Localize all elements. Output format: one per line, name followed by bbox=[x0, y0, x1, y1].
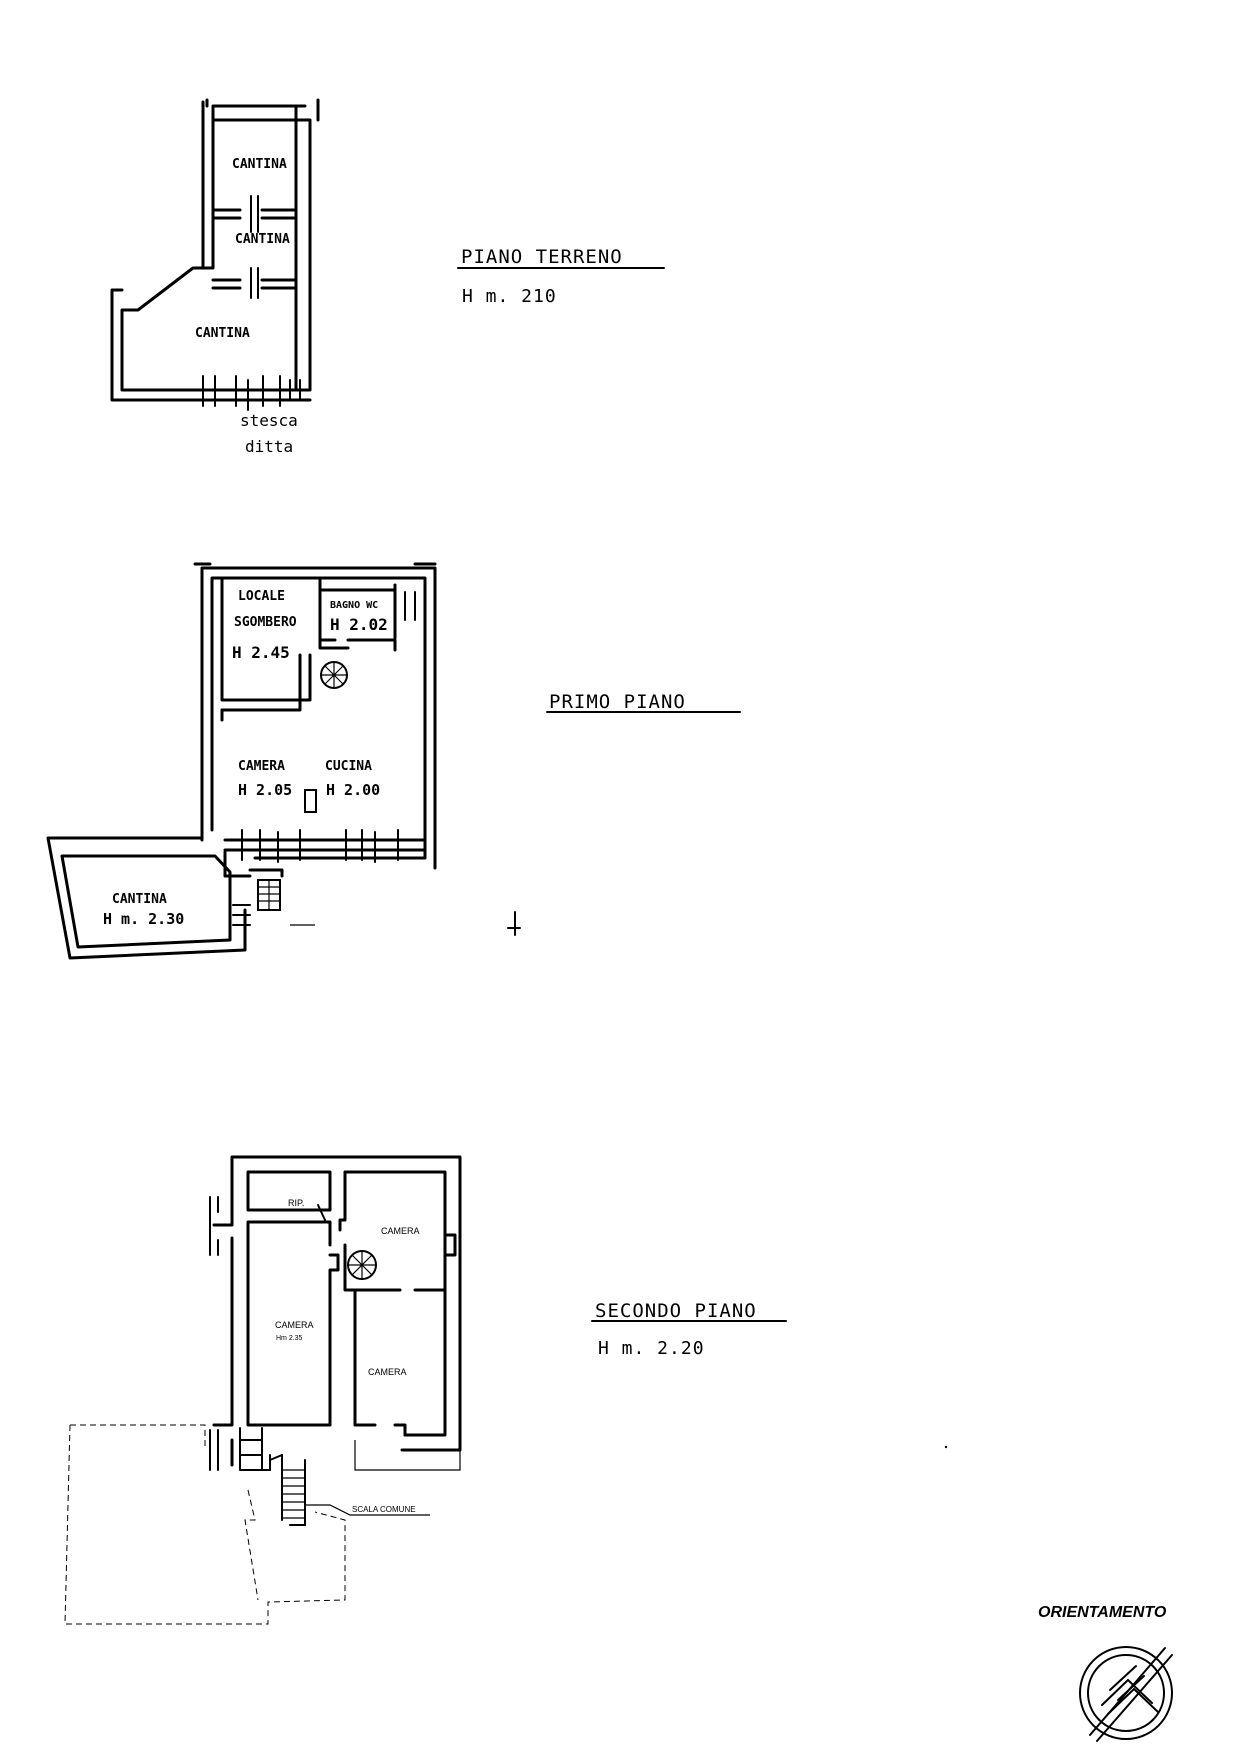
primo-piano-title: PRIMO PIANO bbox=[549, 691, 686, 713]
secondo-camera-left-label: CAMERA bbox=[275, 1320, 314, 1330]
piano-terreno-height: H m. 210 bbox=[462, 286, 557, 307]
secondo-outer-wall bbox=[212, 1155, 462, 1467]
secondo-courtyard bbox=[64, 1424, 346, 1625]
primo-bottom-wall bbox=[223, 838, 427, 852]
primo-cucina-height: H 2.00 bbox=[326, 781, 380, 799]
primo-spiral-stair bbox=[320, 661, 348, 689]
primo-cantina-label: CANTINA bbox=[112, 892, 167, 907]
terreno-room-label-2: CANTINA bbox=[235, 232, 290, 247]
secondo-spiral-stair bbox=[347, 1250, 377, 1280]
secondo-camera-top-label: CAMERA bbox=[381, 1226, 420, 1236]
secondo-camera-left-height: Hm 2.35 bbox=[276, 1335, 303, 1342]
primo-locale-height: H 2.45 bbox=[232, 643, 290, 662]
terreno-divider-1 bbox=[211, 208, 298, 220]
primo-outer-wall bbox=[200, 566, 437, 870]
secondo-stair bbox=[239, 1427, 306, 1526]
secondo-rip-label: RIP. bbox=[288, 1198, 304, 1208]
piano-terreno-title: PIANO TERRENO bbox=[461, 246, 623, 268]
orientation-block: ORIENTAMENTO bbox=[1038, 1604, 1173, 1742]
primo-camera-label: CAMERA bbox=[238, 759, 285, 774]
orientamento-label: ORIENTAMENTO bbox=[1038, 1604, 1167, 1621]
primo-cantina-height: H m. 2.30 bbox=[103, 910, 184, 928]
terreno-note-line-2: ditta bbox=[245, 437, 293, 456]
secondo-scala-label: SCALA COMUNE bbox=[352, 1505, 416, 1514]
primo-room-locale bbox=[220, 576, 312, 712]
piano-terreno-plan: CANTINA CANTINA CANTINA stesca ditta PIA… bbox=[110, 98, 665, 456]
terreno-divider-2 bbox=[211, 278, 298, 290]
secondo-camera-right-label: CAMERA bbox=[368, 1367, 407, 1377]
primo-bagno-label: BAGNO WC bbox=[330, 600, 378, 611]
secondo-piano-plan: RIP. CAMERA CAMERA Hm 2.35 CAMERA SCALA … bbox=[64, 1155, 787, 1625]
terreno-note-line-1: stesca bbox=[240, 411, 298, 430]
primo-piano-plan: LOCALE SGOMBERO H 2.45 BAGNO WC H 2.02 C… bbox=[46, 562, 741, 960]
secondo-piano-title: SECONDO PIANO bbox=[595, 1300, 757, 1322]
primo-stair bbox=[257, 879, 281, 911]
secondo-piano-height: H m. 2.20 bbox=[598, 1338, 705, 1359]
compass-icon bbox=[1079, 1646, 1173, 1742]
primo-cucina-label: CUCINA bbox=[325, 759, 372, 774]
terreno-room-label-1: CANTINA bbox=[232, 157, 287, 172]
terreno-outer-wall bbox=[120, 104, 312, 392]
primo-camera-height: H 2.05 bbox=[238, 781, 292, 799]
primo-bagno-height: H 2.02 bbox=[330, 615, 388, 634]
primo-locale-line-1: LOCALE bbox=[238, 589, 285, 604]
terreno-room-label-3: CANTINA bbox=[195, 326, 250, 341]
primo-locale-line-2: SGOMBERO bbox=[234, 615, 297, 630]
primo-room-cantina bbox=[46, 836, 247, 960]
